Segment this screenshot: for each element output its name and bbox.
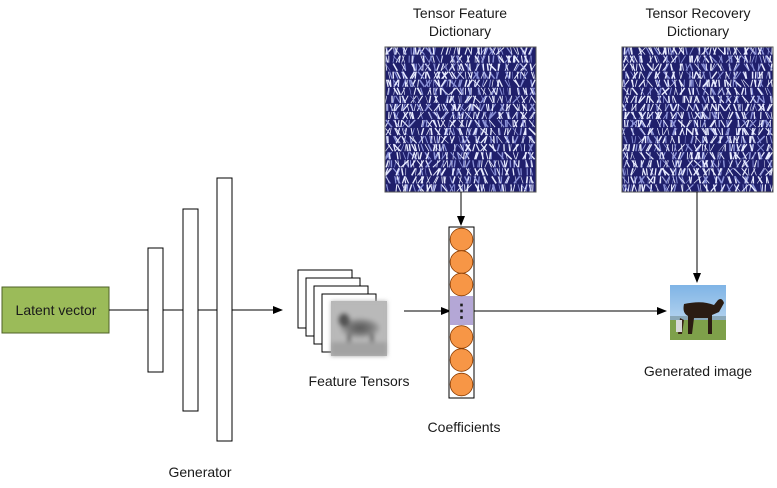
generated-image-label: Generated image	[644, 363, 752, 379]
coefficients-gap	[450, 296, 473, 325]
feature-dictionary-grid	[384, 46, 537, 192]
tensor-feature-dictionary: Tensor Feature Dictionary	[384, 5, 537, 193]
generator-layer-3	[216, 177, 233, 442]
coefficients-label: Coefficients	[428, 419, 501, 435]
feature-tensors-stack: Feature Tensors	[297, 269, 410, 389]
coefficients-vector: ⋮ Coefficients	[428, 226, 501, 435]
recovery-dictionary-title-line2: Dictionary	[667, 23, 729, 39]
coefficients-ellipsis: ⋮	[453, 301, 471, 321]
recovery-dictionary-title-line1: Tensor Recovery	[645, 5, 750, 21]
recovery-dictionary-grid	[621, 47, 774, 192]
latent-vector-node: Latent vector	[1, 286, 110, 334]
feature-tensors-label: Feature Tensors	[309, 373, 410, 389]
feature-dictionary-title-line1: Tensor Feature	[413, 5, 507, 21]
coefficient-circle-3	[449, 272, 474, 297]
generator-label: Generator	[168, 464, 231, 480]
coefficient-circle-2	[449, 250, 474, 274]
tensor-recovery-dictionary: Tensor Recovery Dictionary	[621, 5, 774, 193]
latent-vector-label: Latent vector	[16, 302, 97, 318]
coefficient-circle-1	[449, 227, 474, 252]
coefficient-circle-5	[449, 348, 474, 372]
coefficient-circle-4	[449, 325, 474, 349]
generator-network: Generator	[109, 177, 283, 480]
feature-dictionary-title-line2: Dictionary	[429, 23, 491, 39]
generator-layer-1	[147, 247, 164, 373]
horse-photo-icon	[670, 285, 726, 340]
coefficient-circle-6	[449, 372, 474, 397]
generator-layer-2	[182, 208, 199, 412]
blurry-animal-photo-icon	[331, 301, 387, 356]
